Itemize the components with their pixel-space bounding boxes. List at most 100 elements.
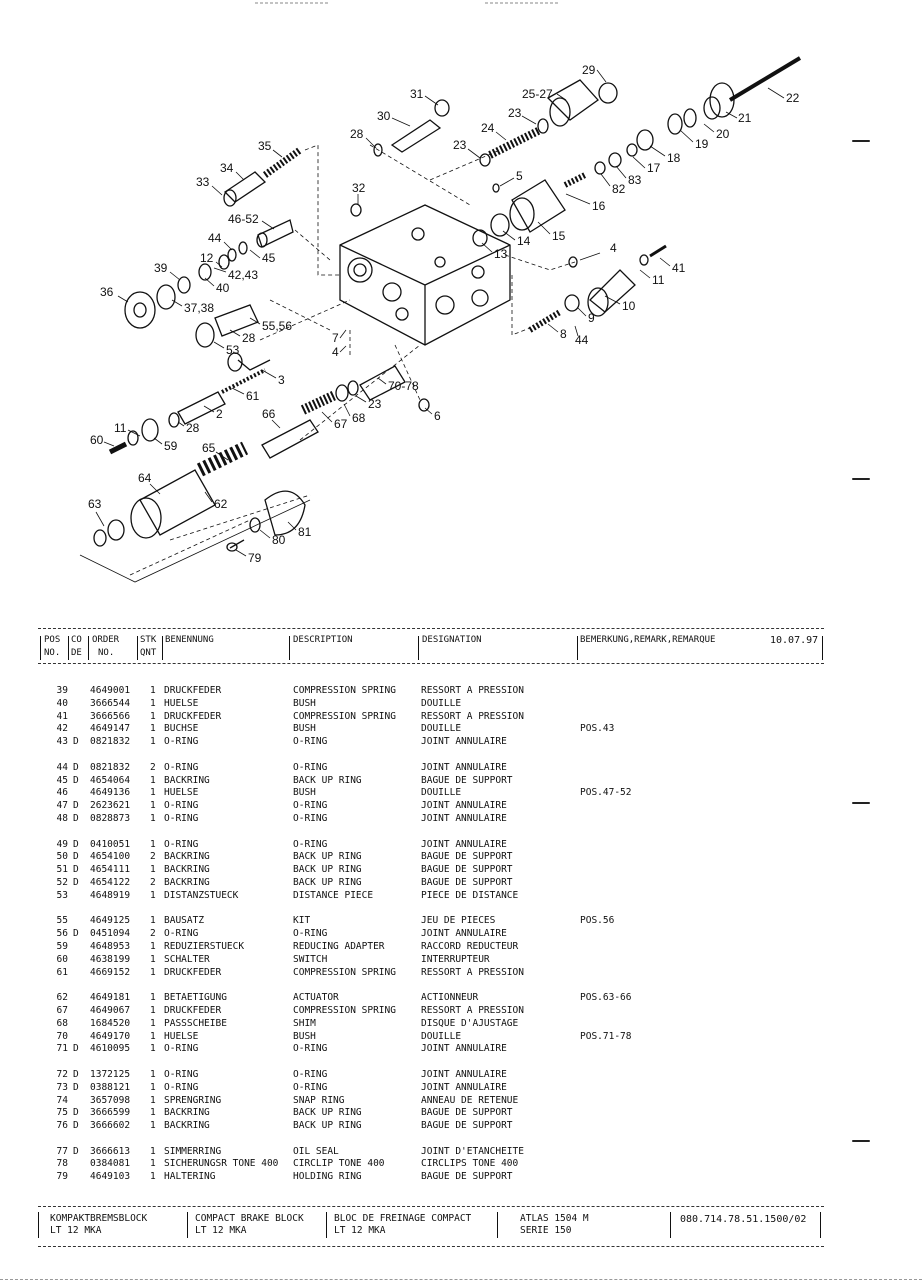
- part-quantity: 1: [150, 1158, 156, 1170]
- lower-assembly: [79, 352, 430, 583]
- callout: 70-78: [388, 379, 419, 393]
- part-pos: 72: [56, 1068, 68, 1080]
- rule: [137, 636, 138, 660]
- part-pos: 51: [56, 864, 68, 876]
- part-order-number: 3666613: [90, 1145, 131, 1157]
- part-code: D: [73, 800, 79, 812]
- rule: [418, 636, 419, 660]
- part-quantity: 1: [150, 1094, 156, 1106]
- part-pos: 46: [56, 787, 68, 799]
- part-name-fr: BAGUE DE SUPPORT: [421, 876, 513, 888]
- part-pos: 59: [56, 940, 68, 952]
- part-code: D: [73, 876, 79, 888]
- header-en: DESCRIPTION: [293, 635, 353, 645]
- callout: 2: [216, 407, 223, 421]
- rule: [40, 636, 41, 660]
- part-order-number: 4648919: [90, 889, 131, 901]
- part-pos: 75: [56, 1107, 68, 1119]
- part-quantity: 1: [150, 1081, 156, 1093]
- part-name-de: O-RING: [164, 838, 199, 850]
- callout: 80: [272, 533, 286, 547]
- part-remark: POS.71-78: [580, 1030, 632, 1042]
- part-name-fr: BAGUE DE SUPPORT: [421, 1120, 513, 1132]
- part-quantity: 1: [150, 812, 156, 824]
- callout: 68: [352, 411, 366, 425]
- part-order-number: 4654111: [90, 864, 131, 876]
- binder-mark: [852, 140, 870, 142]
- part-quantity: 1: [150, 889, 156, 901]
- callout: 33: [196, 175, 210, 189]
- part-order-number: 4610095: [90, 1043, 131, 1055]
- callout: 61: [246, 389, 260, 403]
- part-pos: 43: [56, 736, 68, 748]
- part-name-de: SIMMERRING: [164, 1145, 222, 1157]
- callout: 44: [208, 231, 222, 245]
- part-quantity: 1: [150, 685, 156, 696]
- part-name-de: SICHERUNGSR TONE 400: [164, 1158, 279, 1170]
- rule: [162, 636, 163, 660]
- header-remark: BEMERKUNG,REMARK,REMARQUE: [580, 635, 716, 645]
- part-name-en: BACK UP RING: [293, 876, 362, 888]
- callout: 16: [592, 199, 606, 213]
- part-name-de: HUELSE: [164, 697, 199, 709]
- part-name-en: COMPRESSION SPRING: [293, 710, 396, 722]
- part-name-fr: BAGUE DE SUPPORT: [421, 1107, 513, 1119]
- header-fr: DESIGNATION: [422, 635, 482, 645]
- part-pos: 50: [56, 851, 68, 863]
- callout: 3: [278, 373, 285, 387]
- part-name-de: SCHALTER: [164, 953, 210, 965]
- part-pos: 52: [56, 876, 68, 888]
- part-name-fr: DOUILLE: [421, 787, 462, 799]
- callout: 13: [494, 247, 508, 261]
- callout: 45: [262, 251, 276, 265]
- part-name-de: O-RING: [164, 1081, 199, 1093]
- part-pos: 62: [56, 992, 68, 1004]
- row-gap: [0, 749, 922, 762]
- rule: [820, 1212, 821, 1238]
- callout: 83: [628, 173, 642, 187]
- part-name-en: SNAP RING: [293, 1094, 345, 1106]
- valve-block: [339, 204, 511, 346]
- part-name-fr: JOINT D'ETANCHEITE: [421, 1145, 524, 1157]
- rule: [88, 636, 89, 660]
- part-name-de: DRUCKFEDER: [164, 966, 222, 978]
- part-name-de: HUELSE: [164, 787, 199, 799]
- part-pos: 67: [56, 1004, 68, 1016]
- part-quantity: 2: [150, 761, 156, 773]
- part-pos: 42: [56, 723, 68, 735]
- part-code: D: [73, 761, 79, 773]
- part-order-number: 4669152: [90, 966, 131, 978]
- part-name-de: BACKRING: [164, 1107, 210, 1119]
- part-code: D: [73, 1068, 79, 1080]
- part-quantity: 1: [150, 710, 156, 722]
- callout: 17: [647, 161, 661, 175]
- binder-mark: [852, 478, 870, 480]
- part-quantity: 1: [150, 915, 156, 927]
- row-gap: [0, 1056, 922, 1069]
- left-assembly: [124, 147, 362, 348]
- callout: 59: [164, 439, 178, 453]
- part-order-number: 4649001: [90, 685, 131, 696]
- rule: [497, 1212, 498, 1238]
- part-name-fr: JOINT ANNULAIRE: [421, 838, 507, 850]
- part-name-de: O-RING: [164, 736, 199, 748]
- part-pos: 44: [56, 761, 68, 773]
- part-name-fr: JOINT ANNULAIRE: [421, 1043, 507, 1055]
- part-quantity: 1: [150, 697, 156, 709]
- part-code: D: [73, 774, 79, 786]
- callout: 4: [332, 345, 339, 359]
- row-gap: [0, 979, 922, 992]
- callout: 23: [508, 106, 522, 120]
- part-code: D: [73, 812, 79, 824]
